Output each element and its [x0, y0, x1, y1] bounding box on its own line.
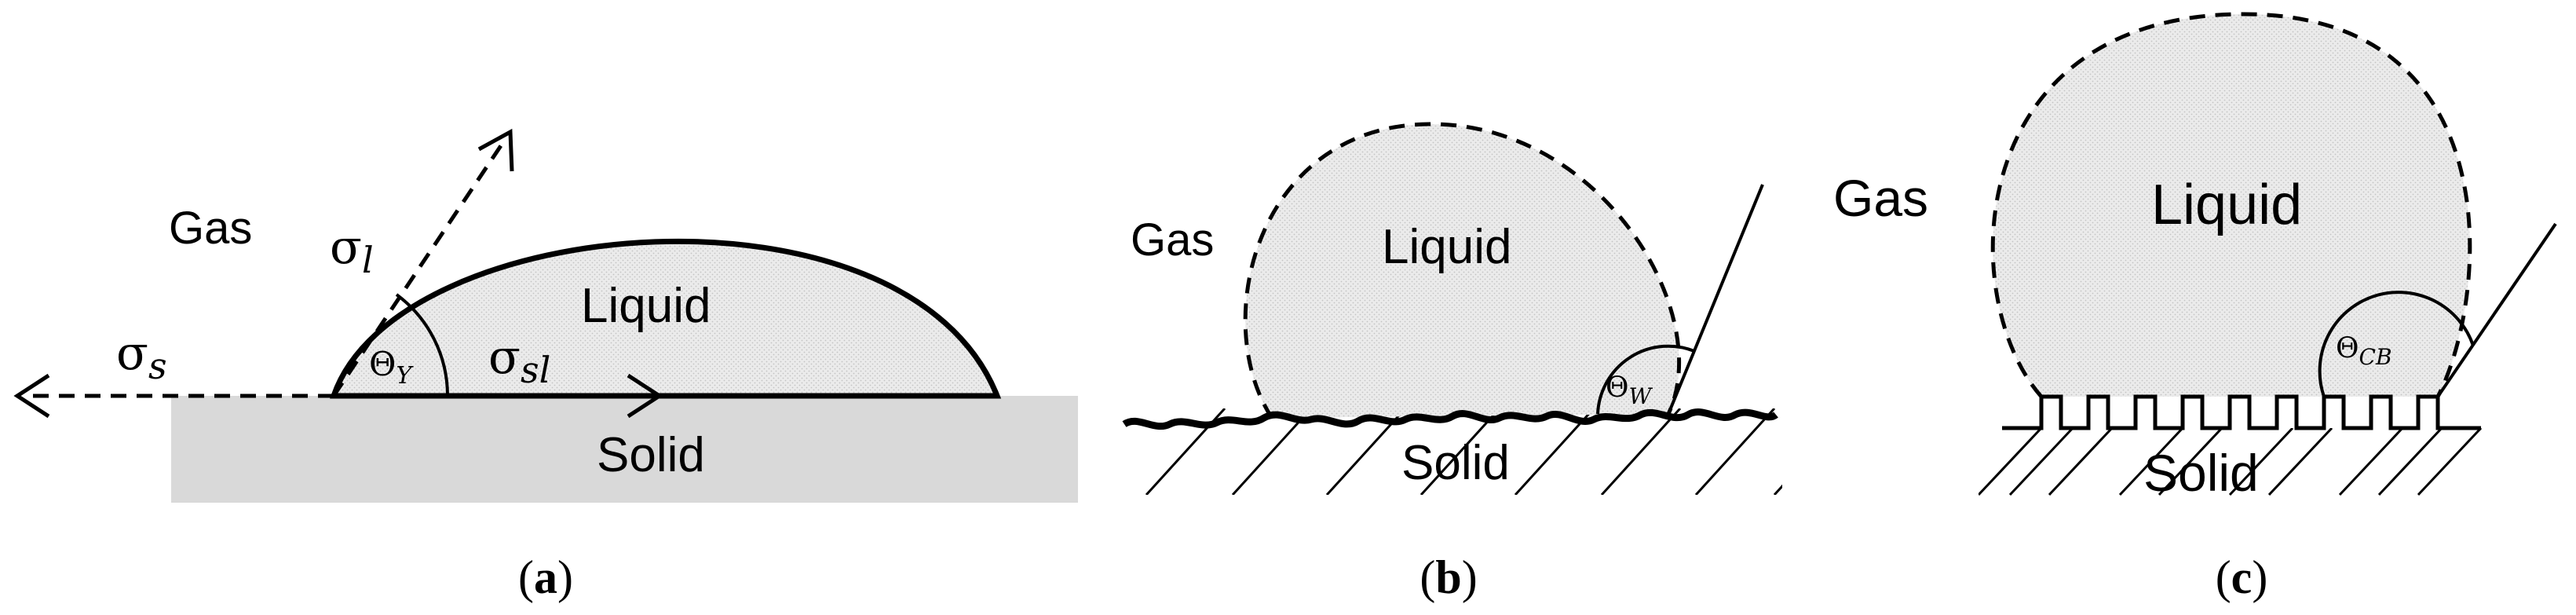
caption-b: (b): [1420, 551, 1477, 603]
liquid-droplet: [330, 238, 1002, 399]
solid-label: Solid: [597, 428, 705, 482]
contact-angle-arc: [2318, 291, 2475, 397]
solid-hatching: [1979, 428, 2483, 496]
sigma-sl-arrowhead: [627, 373, 663, 419]
liquid-label: Liquid: [2151, 174, 2302, 236]
theta-cb-label: ΘCB: [2336, 332, 2392, 370]
gas-label: Gas: [1131, 214, 1214, 265]
contact-angle-arc: [395, 293, 450, 397]
gas-label: Gas: [169, 203, 252, 254]
solid-substrate: [171, 396, 1078, 503]
sigma-s-label: σs: [116, 326, 167, 387]
caption-c: (c): [2216, 551, 2268, 603]
caption-a: (a): [518, 551, 573, 603]
droplet-outline: [1990, 12, 2472, 398]
sigma-s-arrowhead: [13, 373, 50, 419]
liquid-label: Liquid: [1382, 220, 1511, 274]
theta-w-label: ΘW: [1606, 372, 1653, 409]
sigma-sl-label: σsl: [488, 330, 550, 391]
panel-b: Gas Liquid Solid ΘW (b): [1122, 122, 1782, 603]
liquid-droplet: [1245, 123, 1679, 418]
sigma-l-arrowhead: [477, 128, 514, 172]
rough-surface: [1122, 408, 1778, 430]
sigma-l-label: σl: [330, 220, 374, 281]
contact-angle-arc: [1596, 344, 1695, 415]
liquid-label: Liquid: [581, 279, 711, 333]
theta-y-label: ΘY: [369, 345, 414, 390]
tangent-line: [1667, 184, 1764, 415]
pillar-surface: [2002, 394, 2481, 430]
panel-a: Gas Liquid Solid σl σs σsl ΘY (a): [13, 128, 1078, 603]
liquid-droplet: [1993, 13, 2470, 397]
solid-label: Solid: [1401, 436, 1510, 490]
gas-label: Gas: [1833, 169, 1928, 227]
panel-c: Gas Liquid Solid ΘCB (c): [1833, 12, 2557, 603]
droplet-outline: [1243, 122, 1682, 419]
solid-label: Solid: [2143, 444, 2259, 502]
tangent-line: [2436, 222, 2557, 398]
